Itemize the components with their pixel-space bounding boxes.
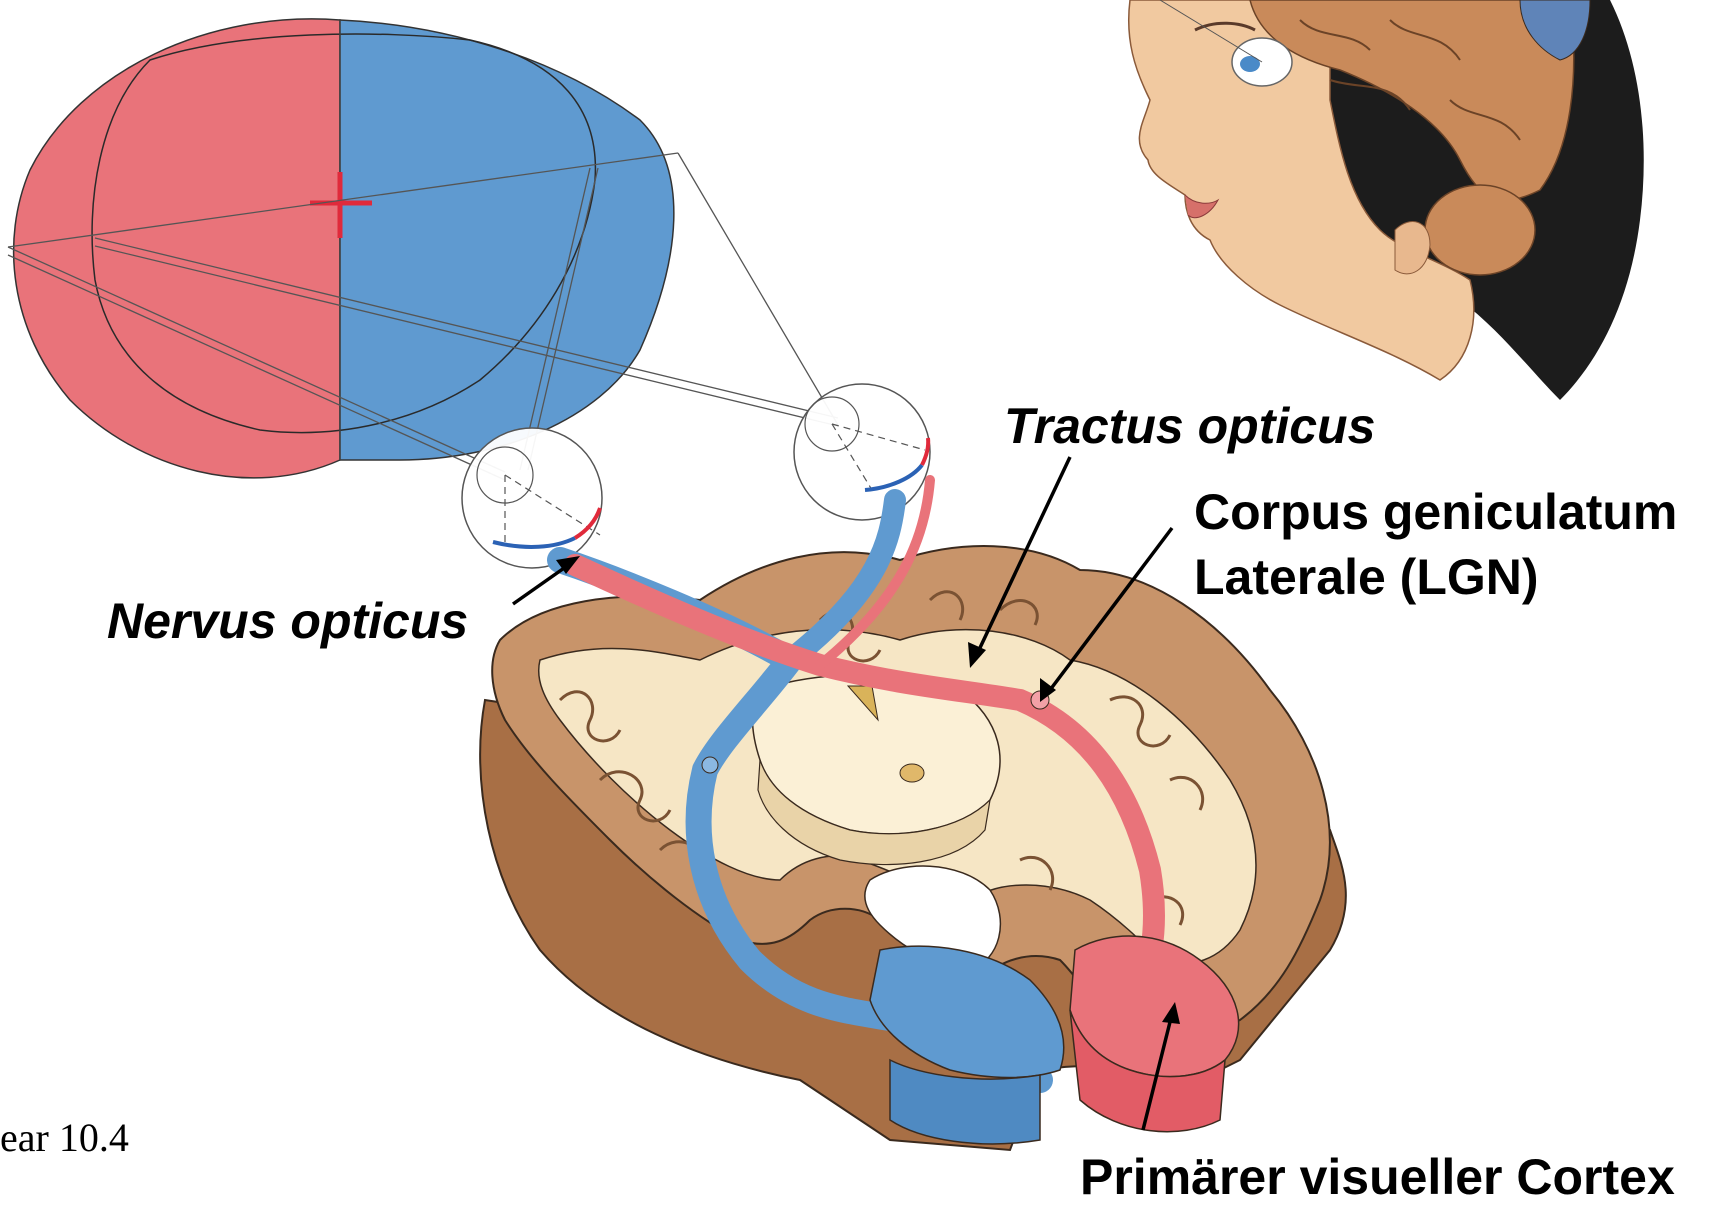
eye-icon [794, 384, 930, 520]
label-nervus-opticus: Nervus opticus [107, 596, 468, 646]
label-primary-visual-cortex: Primärer visueller Cortex [1080, 1152, 1675, 1202]
label-corpus-geniculatum-line2: Laterale (LGN) [1194, 552, 1539, 602]
left-eye [462, 428, 602, 568]
small-nucleus [900, 764, 924, 782]
visual-field-right-half [340, 20, 674, 460]
source-reference: ear 10.4 [0, 1118, 129, 1158]
head-profile-illustration [1129, 0, 1644, 400]
right-eye [794, 384, 930, 520]
cerebellum [1425, 185, 1535, 275]
visual-field-left-half [14, 19, 340, 478]
label-tractus-opticus: Tractus opticus [1004, 401, 1375, 451]
arrow-nervus-opticus [513, 566, 567, 604]
visual-field [14, 19, 674, 478]
label-corpus-geniculatum: Corpus geniculatum [1194, 487, 1677, 537]
lgn-marker-blue [702, 757, 718, 773]
